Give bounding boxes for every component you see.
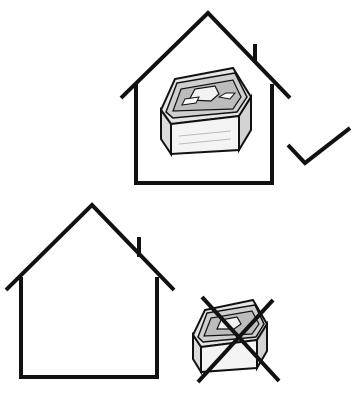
top-battery-icon bbox=[161, 68, 251, 154]
bottom-house-icon bbox=[6, 205, 174, 377]
bottom-panel bbox=[6, 205, 279, 382]
bottom-battery-icon bbox=[193, 300, 267, 372]
top-panel bbox=[121, 13, 350, 183]
checkmark-icon bbox=[288, 128, 350, 163]
